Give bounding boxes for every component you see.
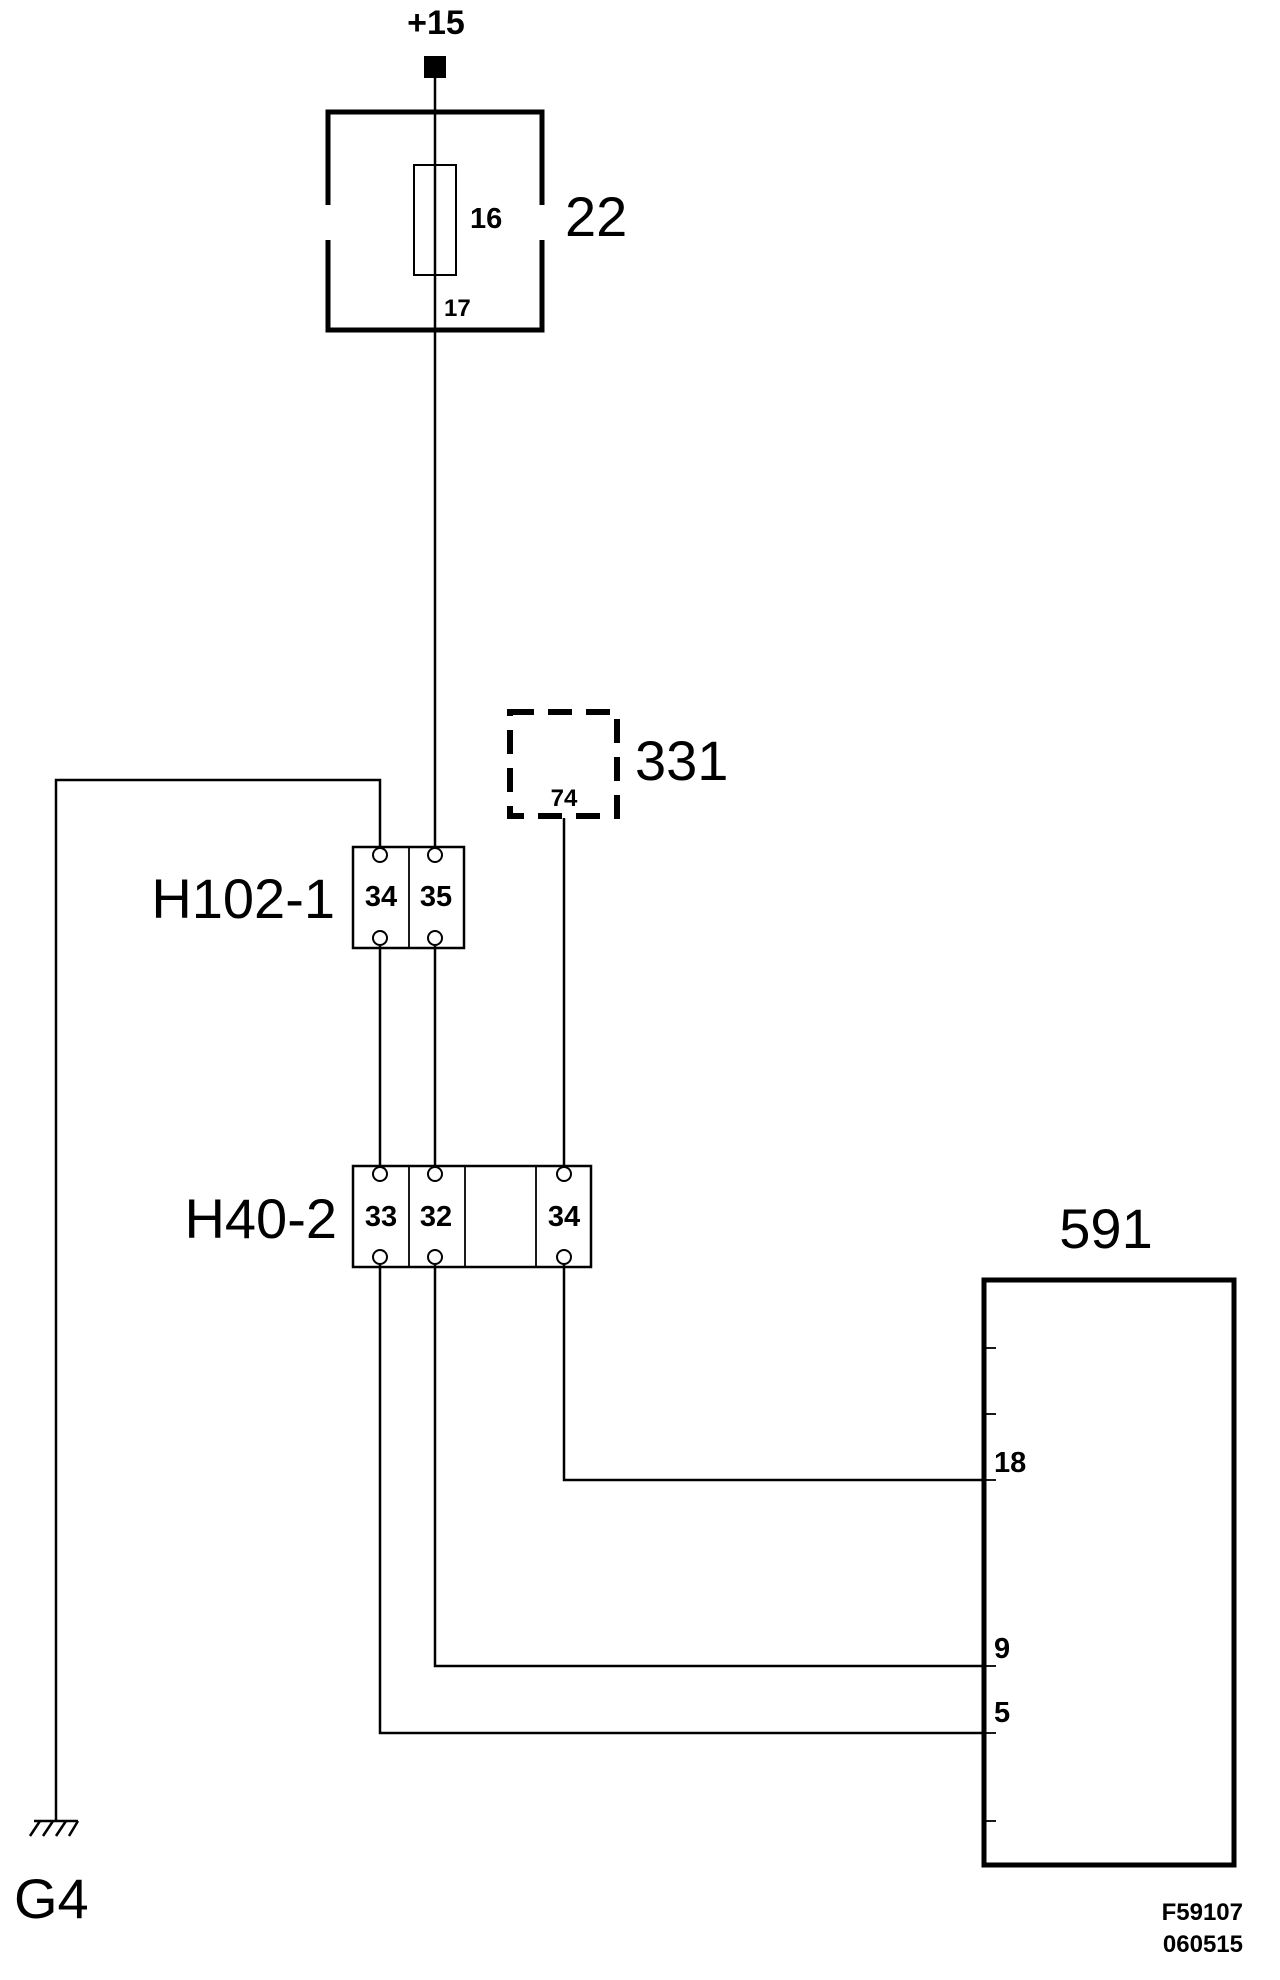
- connector-h40-2: 33 32 34 H40-2: [184, 1164, 593, 1269]
- fuse-terminal-number: 17: [444, 295, 471, 322]
- figure-date: 060515: [1163, 1931, 1243, 1958]
- pin-contact: [372, 1249, 388, 1265]
- control-unit-pin-18: 18: [994, 1447, 1026, 1479]
- pin-contact: [556, 1166, 572, 1182]
- pin-contact: [372, 930, 388, 946]
- pin-contact: [372, 847, 388, 863]
- component-331-frame: [507, 709, 620, 819]
- control-unit-591-frame: [981, 1277, 1237, 1868]
- pin-contact: [427, 1166, 443, 1182]
- fuse-number: 16: [470, 203, 502, 235]
- connector-h102-1-id: H102-1: [151, 867, 335, 930]
- control-unit-pin-5: 5: [994, 1697, 1010, 1729]
- connector-h40-2-pin-34: 34: [548, 1201, 580, 1233]
- control-unit-id: 591: [1059, 1197, 1152, 1260]
- wire-to-591-pin-5: [378, 1265, 984, 1735]
- connector-h40-2-id: H40-2: [184, 1187, 337, 1250]
- pin-contact: [556, 1249, 572, 1265]
- connector-h102-1: 34 35 H102-1: [151, 845, 466, 950]
- component-331-pin: 74: [551, 785, 578, 812]
- connector-h102-1-pin-34: 34: [365, 881, 397, 913]
- connector-h40-2-pin-33: 33: [365, 1201, 397, 1233]
- component-331: 74 331: [507, 709, 728, 819]
- wire-ground: [54, 778, 382, 1820]
- ground-symbol-icon: [28, 1819, 80, 1837]
- figure-code: F59107: [1162, 1899, 1243, 1926]
- connector-h40-2-pin-32: 32: [420, 1201, 452, 1233]
- supply-label: +15: [407, 4, 465, 42]
- supply-terminal: [424, 56, 446, 78]
- pin-contact: [372, 1166, 388, 1182]
- pin-contact: [427, 930, 443, 946]
- connector-h40-2-body: [351, 1164, 593, 1269]
- wire-to-591-pin-9: [433, 1265, 984, 1668]
- control-unit-591: 18 9 5 591: [981, 1197, 1237, 1868]
- wire-to-591-pin-18: [562, 1265, 984, 1482]
- fuse-box-id: 22: [565, 185, 627, 248]
- connector-h102-1-pin-35: 35: [420, 881, 452, 913]
- fuse-box: 16 17 22: [325, 109, 627, 333]
- component-331-id: 331: [635, 729, 728, 792]
- pin-contact: [427, 1249, 443, 1265]
- pin-contact: [427, 847, 443, 863]
- control-unit-pin-9: 9: [994, 1633, 1010, 1665]
- ground-label: G4: [14, 1867, 89, 1930]
